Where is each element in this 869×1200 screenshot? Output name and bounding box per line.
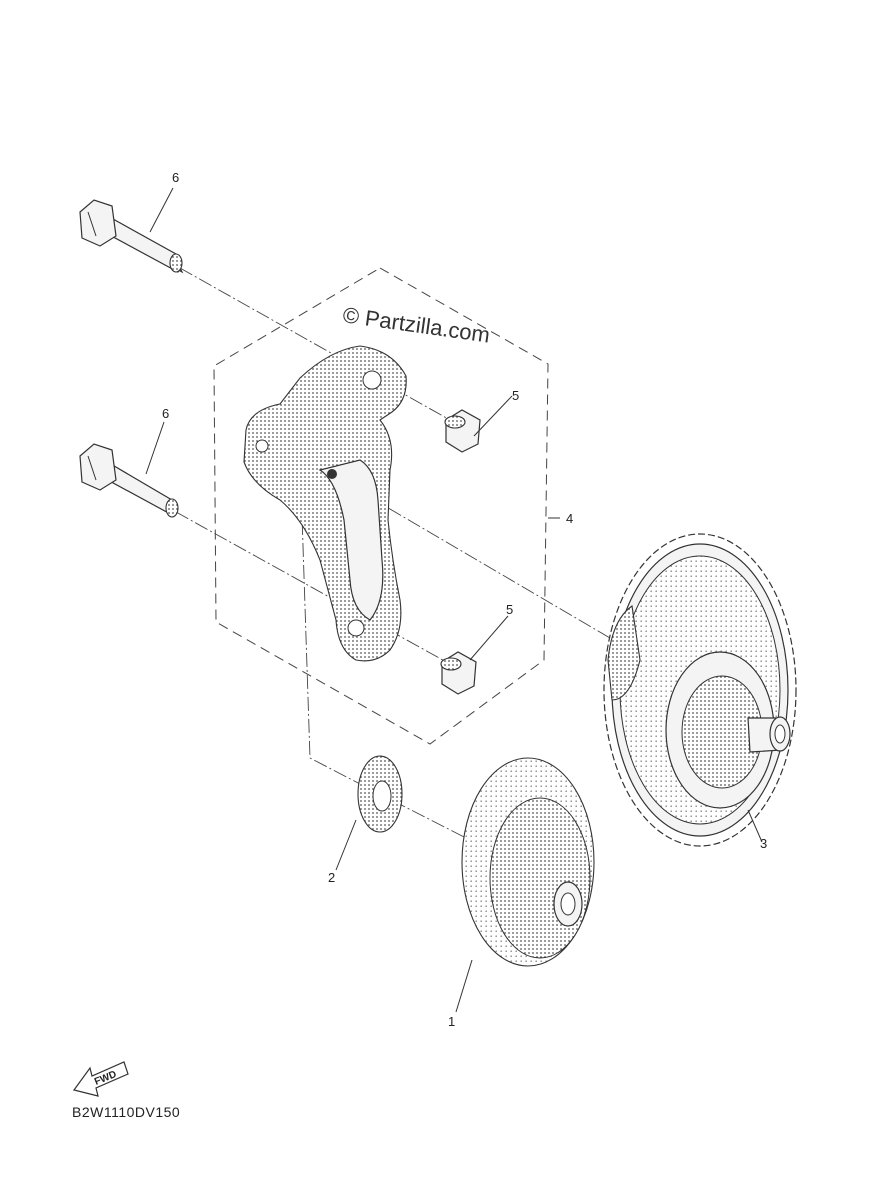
bracket-part-4 [243, 345, 407, 662]
callout-6-bottom: 6 [162, 406, 169, 421]
fwd-label: FWD [93, 1069, 118, 1088]
callout-1: 1 [448, 1014, 455, 1029]
diagram-code: B2W1110DV150 [72, 1104, 181, 1120]
leader-lines [145, 187, 763, 1013]
callout-4: 4 [566, 511, 573, 526]
callout-6-top: 6 [172, 170, 179, 185]
callout-5-bottom: 5 [506, 602, 513, 617]
assembly-boundary-4 [213, 267, 549, 745]
bolt-part-6-bottom [79, 443, 179, 518]
washer-part-2 [357, 755, 403, 833]
callout-3: 3 [760, 836, 767, 851]
gear-large-part-3 [603, 533, 797, 847]
bolt-part-6-top [79, 199, 184, 274]
collar-part-5-top [444, 409, 481, 453]
center-lines [175, 267, 611, 841]
fwd-arrow-icon: FWD [72, 1061, 129, 1097]
gear-small-part-1 [461, 757, 595, 967]
callout-2: 2 [328, 870, 335, 885]
collar-part-5-bottom [440, 651, 477, 695]
callout-5-top: 5 [512, 388, 519, 403]
watermark-text: © Partzilla.com [341, 302, 491, 347]
